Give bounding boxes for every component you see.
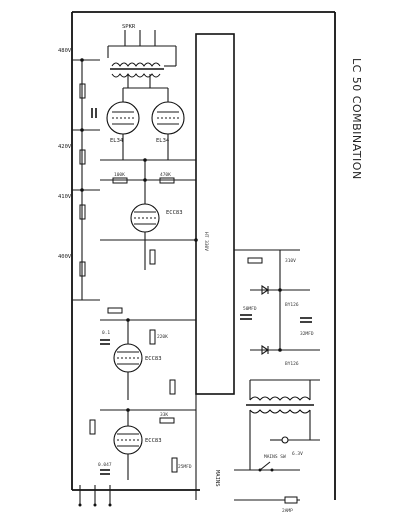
r-100k-label: 100K: [114, 172, 125, 178]
ps-v-label: 310V: [285, 258, 296, 264]
hv-label-top: 480V: [58, 48, 72, 54]
c-047-label: 0.047: [98, 462, 112, 468]
input-jacks: [78, 485, 112, 507]
mains-transformer: 6.3V: [246, 379, 320, 470]
mains-sw-label: MAINS SW: [264, 454, 286, 460]
ht-feed-label: HT 330V: [203, 232, 209, 251]
tube1-label: EL34: [110, 138, 124, 144]
phase-inverter-tube: ECC83: [130, 203, 183, 233]
heater-label: 6.3V: [292, 451, 303, 457]
tube2-label: EL34: [156, 138, 170, 144]
power-supply: 310V BY126 BY126 32MFD 50MFD HT 330V: [203, 232, 320, 367]
preamp-tube-1: ECC83: [113, 343, 162, 373]
ps-cap2-label: 50MFD: [243, 306, 257, 312]
mains-input: MAINS SW 2AMP MAINS: [214, 454, 300, 514]
mains-label: MAINS: [214, 470, 220, 487]
tube3-label: ECC83: [166, 210, 183, 216]
c-25uf-label: 25MFD: [178, 464, 192, 470]
r-220k-label: 220K: [157, 334, 168, 340]
hv-label-mid3: 400V: [58, 254, 72, 260]
ps-rect-label2: BY126: [285, 361, 299, 367]
preamp-tube-2: ECC83: [113, 425, 162, 455]
r-470k-label: 470K: [160, 172, 171, 178]
c-01-label: 0.1: [102, 330, 110, 336]
fuse-label: 2AMP: [282, 508, 293, 514]
ps-cap-label: 32MFD: [300, 331, 314, 337]
hv-chain: 480V 420V 410V 400V: [58, 48, 100, 301]
output-transformer: SPKR: [107, 24, 177, 88]
diagram-title: LC 50 COMBINATION: [350, 58, 363, 180]
ps-rect-label1: BY126: [285, 302, 299, 308]
junctions: [80, 58, 282, 412]
r-33k-label: 33K: [160, 412, 168, 418]
speaker-tap-label: SPKR: [122, 24, 136, 30]
tube4-label: ECC83: [145, 356, 162, 362]
ground-bar: [195, 33, 235, 395]
hv-label-mid1: 420V: [58, 144, 72, 150]
hv-label-mid2: 410V: [58, 194, 72, 200]
tube5-label: ECC83: [145, 438, 162, 444]
ht-bus: [71, 11, 336, 500]
